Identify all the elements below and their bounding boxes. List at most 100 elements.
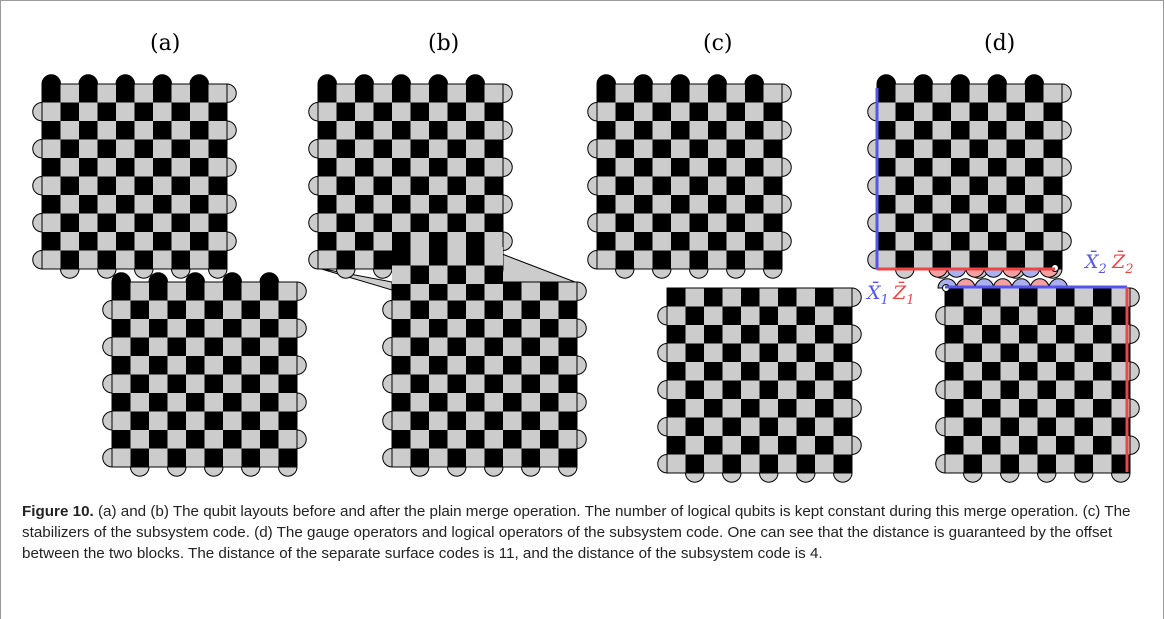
figure-canvas: (a) (b) (c) (d) X̄1 Z̄1 X̄2 Z̄2 (32, 31, 1140, 483)
plaquette (190, 213, 209, 232)
plaquette (895, 213, 914, 232)
plaquette (763, 121, 782, 140)
plaquette (204, 411, 223, 430)
plaquette (982, 399, 1001, 418)
plaquette (260, 374, 279, 393)
plaquette (1025, 102, 1044, 121)
plaquette (521, 374, 540, 393)
plaquette (685, 306, 704, 325)
plaquette (355, 84, 374, 103)
plaquette (982, 454, 1001, 473)
plaquette (373, 232, 392, 251)
plaquette (392, 448, 411, 467)
plaquette (704, 362, 723, 381)
plaquette (149, 430, 168, 449)
plaquette (429, 282, 448, 301)
plaquette (963, 306, 982, 325)
boundary-stabilizer-left (32, 249, 43, 270)
plaquette (634, 250, 653, 269)
plaquette (796, 362, 815, 381)
boundary-stabilizer-bottom (1110, 472, 1131, 483)
plaquette (704, 306, 723, 325)
plaquette (634, 139, 653, 158)
plaquette (223, 374, 242, 393)
plaquette (410, 102, 429, 121)
z1-symbol: Z̄ (892, 281, 907, 304)
plaquette (1056, 343, 1075, 362)
boundary-stabilizer-bottom (962, 472, 983, 483)
plaquette (1043, 232, 1062, 251)
plaquette (116, 232, 135, 251)
plaquette (190, 121, 209, 140)
boundary-stabilizer-top (78, 74, 99, 85)
plaquette (667, 399, 686, 418)
plaquette (116, 121, 135, 140)
plaquette (392, 247, 411, 266)
plaquette (796, 343, 815, 362)
plaquette (982, 417, 1001, 436)
plaquette (597, 250, 616, 269)
plaquette (149, 356, 168, 375)
boundary-stabilizer-right (226, 83, 237, 104)
plaquette (42, 232, 61, 251)
plaquette (112, 282, 131, 301)
plaquette (652, 102, 671, 121)
plaquette (503, 337, 522, 356)
plaquette (373, 158, 392, 177)
plaquette (1019, 399, 1038, 418)
plaquette (484, 448, 503, 467)
plaquette (392, 374, 411, 393)
boundary-stabilizer-left (32, 212, 43, 233)
plaquette (945, 362, 964, 381)
plaquette (1006, 158, 1025, 177)
plaquette (877, 139, 896, 158)
plaquette (79, 121, 98, 140)
plaquette (241, 300, 260, 319)
boundary-stabilizer-right (1129, 435, 1140, 456)
plaquette (932, 250, 951, 269)
plaquette (134, 250, 153, 269)
plaquette (447, 232, 466, 251)
plaquette (667, 288, 686, 307)
plaquette (186, 411, 205, 430)
plaquette (410, 374, 429, 393)
plaquette (988, 176, 1007, 195)
plaquette (652, 232, 671, 251)
plaquette (1093, 325, 1112, 344)
plaquette (558, 282, 577, 301)
plaquette (429, 411, 448, 430)
boundary-stabilizer-right (502, 83, 513, 104)
plaquette (558, 356, 577, 375)
plaquette (708, 158, 727, 177)
plaquette (963, 288, 982, 307)
plaquette (759, 436, 778, 455)
plaquette (951, 176, 970, 195)
plaquette (833, 306, 852, 325)
plaquette (466, 282, 485, 301)
plaquette (895, 250, 914, 269)
plaquette (597, 121, 616, 140)
plaquette (447, 176, 466, 195)
plaquette (204, 430, 223, 449)
plaquette (815, 454, 834, 473)
plaquette (521, 300, 540, 319)
plaquette (521, 356, 540, 375)
plaquette (1006, 139, 1025, 158)
plaquette (153, 250, 172, 269)
plaquette (484, 232, 503, 251)
boundary-stabilizer-left (657, 305, 668, 326)
plaquette (540, 411, 559, 430)
plaquette (171, 250, 190, 269)
plaquette (1006, 213, 1025, 232)
plaquette (597, 139, 616, 158)
plaquette (969, 121, 988, 140)
plaquette (671, 139, 690, 158)
plaquette (116, 84, 135, 103)
plaquette (969, 232, 988, 251)
boundary-stabilizer-left (382, 410, 393, 431)
plaquette (429, 319, 448, 338)
plaquette (112, 411, 131, 430)
plaquette (558, 393, 577, 412)
boundary-stabilizer-right (1129, 324, 1140, 345)
plaquette (447, 84, 466, 103)
